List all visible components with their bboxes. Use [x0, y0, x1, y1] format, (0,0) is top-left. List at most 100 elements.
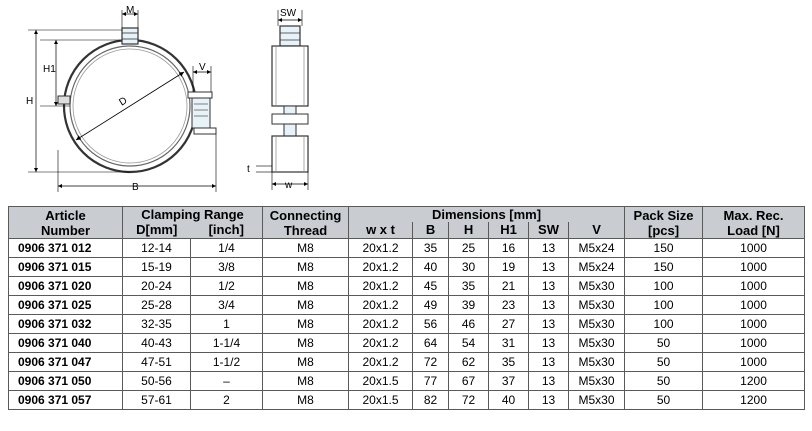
cell-load: 1200 [702, 390, 806, 410]
side-band-top [271, 45, 309, 107]
cell-h1: 27 [488, 314, 530, 334]
label-sw: SW [280, 8, 297, 19]
cell-pack: 50 [624, 352, 704, 372]
cell-inch: 3/8 [189, 257, 264, 277]
cell-h: 54 [448, 333, 490, 353]
cell-sw: 13 [528, 371, 570, 391]
cell-h1: 40 [488, 390, 530, 410]
cell-inch: 1-1/4 [189, 333, 264, 353]
cell-d-mm: 25-28 [122, 295, 191, 315]
cell-h1: 31 [488, 333, 530, 353]
label-t: t [247, 164, 250, 175]
cell-v: M5x30 [568, 371, 626, 391]
cell-thread: M8 [262, 257, 350, 277]
cell-pack: 50 [624, 333, 704, 353]
cell-pack: 150 [624, 257, 704, 277]
cell-h1: 21 [488, 276, 530, 296]
cell-b: 72 [412, 352, 450, 372]
cell-load: 1000 [702, 238, 806, 258]
header-b: B [412, 222, 450, 239]
header-dimensions: Dimensions [mm] [348, 206, 626, 222]
cell-thread: M8 [262, 295, 350, 315]
cell-article: 0906 371 040 [8, 333, 123, 353]
header-d-mm: D[mm] [122, 222, 191, 239]
cell-b: 56 [412, 314, 450, 334]
cell-thread: M8 [262, 371, 350, 391]
label-d: D [117, 95, 129, 108]
cell-v: M5x30 [568, 352, 626, 372]
cell-v: M5x30 [568, 390, 626, 410]
header-wxt: w x t [348, 222, 414, 239]
cell-article: 0906 371 057 [8, 390, 123, 410]
header-inch: [inch] [190, 222, 264, 239]
cell-sw: 13 [528, 333, 570, 353]
header-pack-size: Pack Size[pcs] [624, 206, 704, 239]
cell-thread: M8 [262, 276, 350, 296]
cell-sw: 13 [528, 238, 570, 258]
cell-h: 62 [448, 352, 490, 372]
cell-load: 1000 [702, 333, 806, 353]
cell-h: 30 [448, 257, 490, 277]
cell-d-mm: 50-56 [122, 371, 191, 391]
cell-b: 82 [412, 390, 450, 410]
side-band-bottom [271, 135, 309, 173]
cell-sw: 13 [528, 314, 570, 334]
cell-d-mm: 40-43 [122, 333, 191, 353]
cell-v: M5x24 [568, 257, 626, 277]
cell-load: 1000 [702, 314, 806, 334]
cell-pack: 100 [624, 276, 704, 296]
cell-d-mm: 57-61 [122, 390, 191, 410]
cell-d-mm: 32-35 [122, 314, 191, 334]
cell-inch: 2 [189, 390, 264, 410]
cell-h1: 16 [488, 238, 530, 258]
cell-inch: 1-1/2 [189, 352, 264, 372]
header-sw: SW [528, 222, 570, 239]
cell-v: M5x30 [568, 295, 626, 315]
cell-v: M5x24 [568, 238, 626, 258]
cell-wxt: 20x1.2 [348, 352, 414, 372]
header-v: V [568, 222, 626, 239]
cell-inch: 3/4 [189, 295, 264, 315]
cell-inch: 1/4 [189, 238, 264, 258]
cell-h1: 19 [488, 257, 530, 277]
cell-wxt: 20x1.5 [348, 371, 414, 391]
front-view: D M H1 H V B [26, 5, 217, 193]
cell-b: 35 [412, 238, 450, 258]
cell-b: 40 [412, 257, 450, 277]
label-m: M [126, 5, 134, 16]
cell-thread: M8 [262, 352, 350, 372]
cell-article: 0906 371 020 [8, 276, 123, 296]
cell-v: M5x30 [568, 314, 626, 334]
cell-d-mm: 47-51 [122, 352, 191, 372]
cell-v: M5x30 [568, 276, 626, 296]
side-view: SW t w [247, 8, 309, 191]
cell-d-mm: 12-14 [122, 238, 191, 258]
cell-wxt: 20x1.2 [348, 333, 414, 353]
cell-h1: 23 [488, 295, 530, 315]
cell-sw: 13 [528, 257, 570, 277]
cell-sw: 13 [528, 295, 570, 315]
cell-inch: – [189, 371, 264, 391]
cell-load: 1000 [702, 276, 806, 296]
cell-wxt: 20x1.2 [348, 314, 414, 334]
cell-h: 67 [448, 371, 490, 391]
cell-b: 45 [412, 276, 450, 296]
cell-article: 0906 371 012 [8, 238, 123, 258]
cell-b: 49 [412, 295, 450, 315]
cell-article: 0906 371 047 [8, 352, 123, 372]
cell-load: 1000 [702, 295, 806, 315]
cell-pack: 100 [624, 295, 704, 315]
header-h1: H1 [488, 222, 530, 239]
cell-load: 1200 [702, 371, 806, 391]
